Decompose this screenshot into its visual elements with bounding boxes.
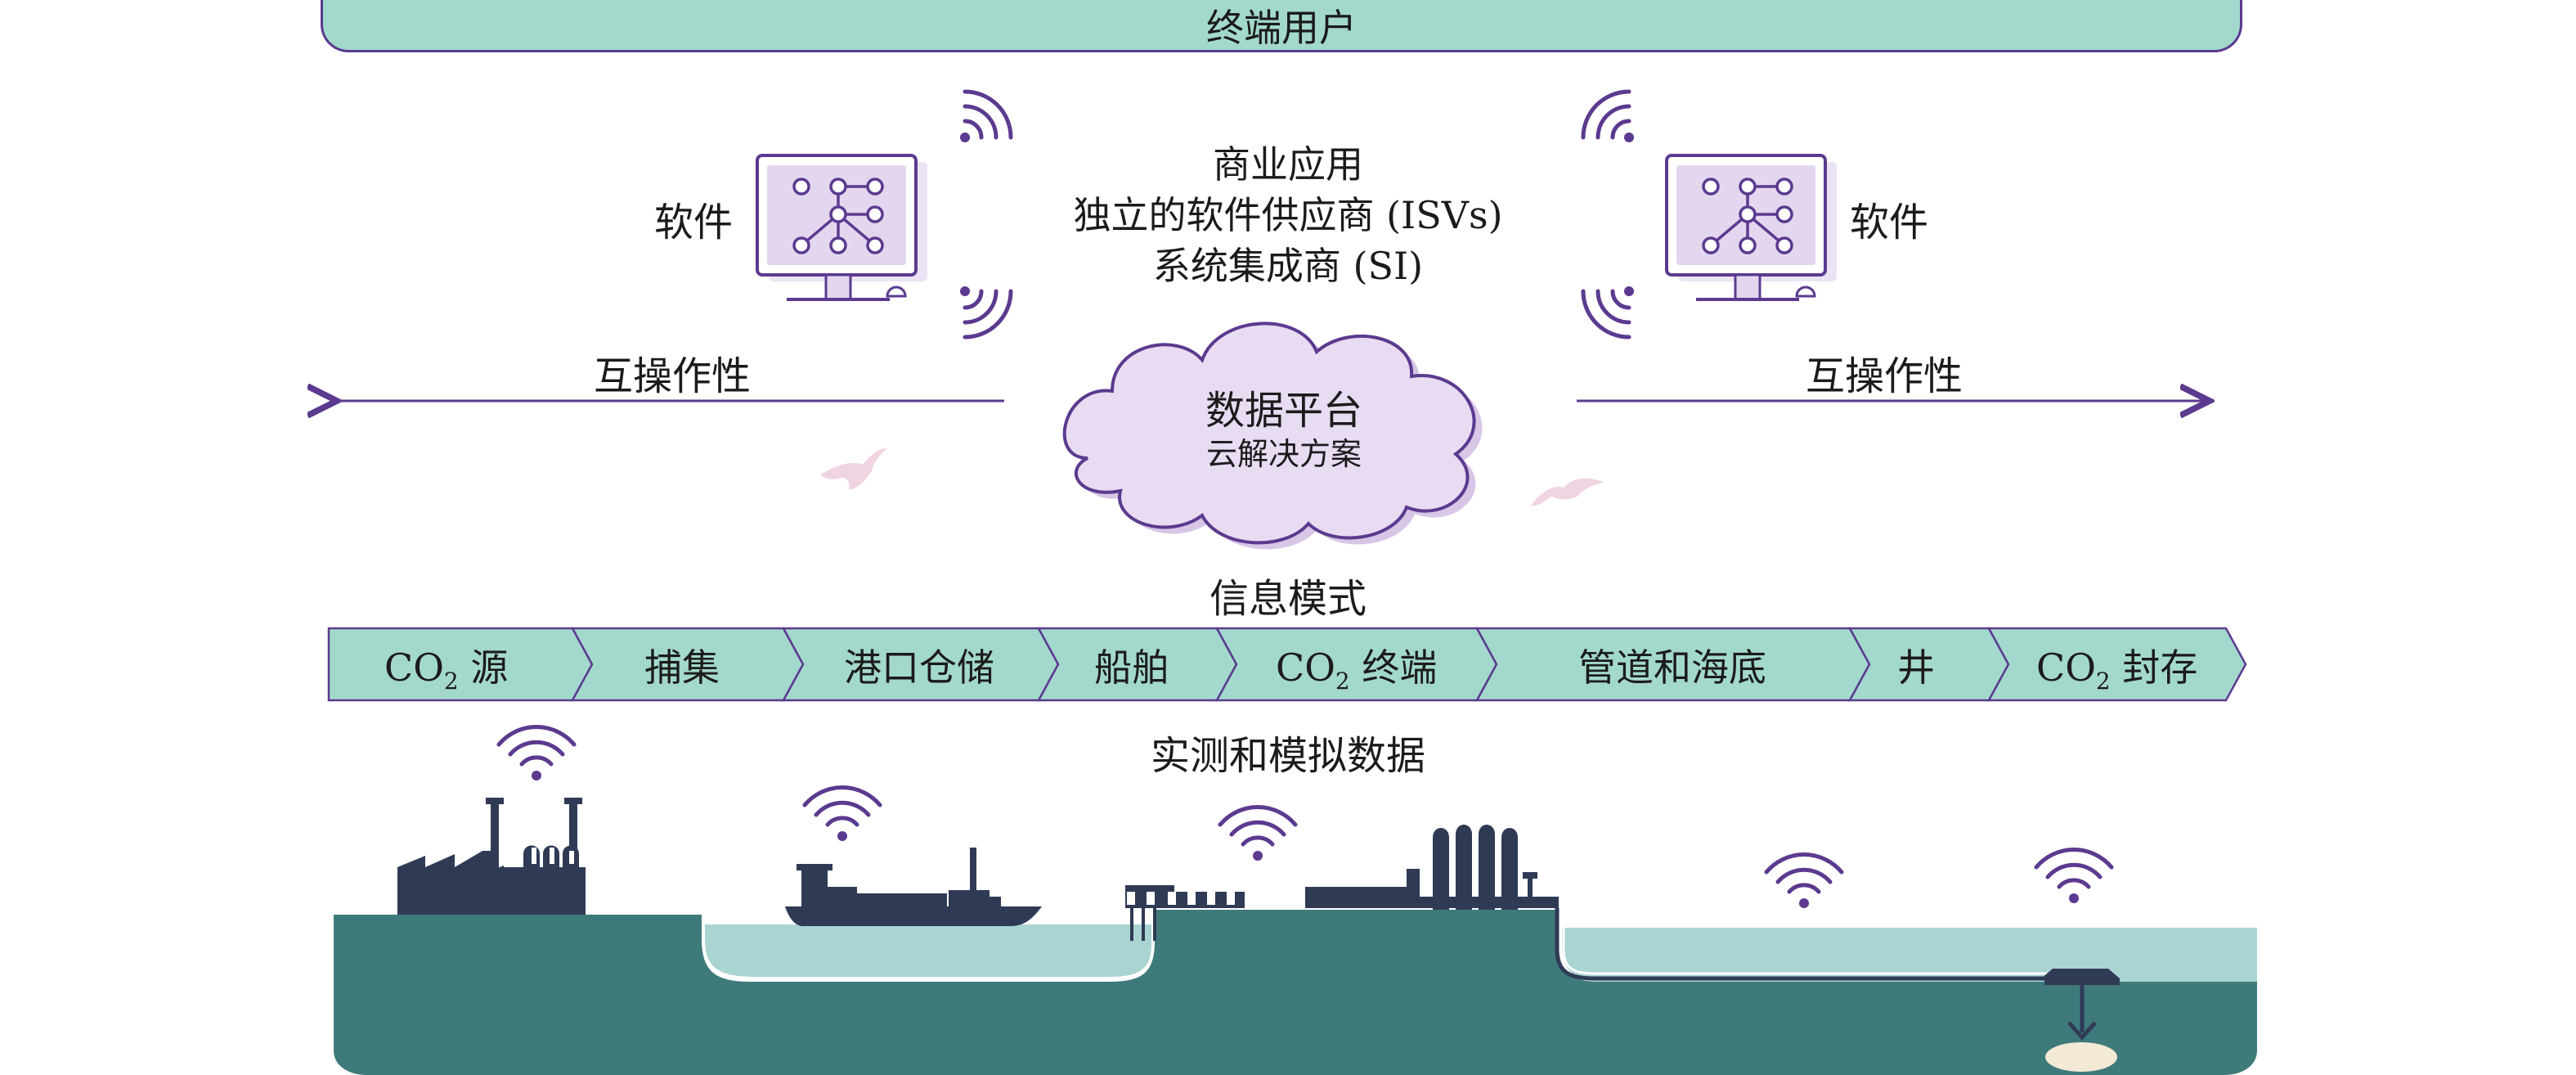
ship-icon: [785, 848, 1042, 926]
stage-co2-storage: CO2 封存: [2036, 645, 2198, 695]
terminal-icon: [1125, 825, 1559, 941]
software-right-label: 软件: [1850, 200, 1929, 245]
isv-label: 独立的软件供应商 (ISVs): [1073, 193, 1503, 237]
software-left-label: 软件: [654, 200, 734, 245]
interop-right-label: 互操作性: [1806, 353, 1963, 399]
wifi-arc-icon: [960, 89, 1634, 340]
center-text-block: 商业应用 独立的软件供应商 (ISVs) 系统集成商 (SI): [1014, 139, 1562, 291]
monitor-right-icon: [1665, 154, 1837, 301]
factory-icon: [397, 798, 586, 915]
system-integrator-label: 系统集成商 (SI): [1152, 244, 1424, 288]
end-users-label: 终端用户: [1206, 5, 1357, 50]
stage-capture: 捕集: [644, 645, 720, 690]
stage-ship: 船舶: [1094, 645, 1169, 690]
stage-well: 井: [1897, 645, 1935, 690]
monitor-left-icon: [756, 154, 927, 301]
measured-simulated-data-label: 实测和模拟数据: [1150, 733, 1425, 779]
chain-stage-bg: [1986, 627, 2247, 702]
cloud-subtitle: 云解决方案: [1205, 436, 1362, 472]
stage-port-storage: 港口仓储: [844, 645, 994, 690]
cloud-title: 数据平台: [1205, 388, 1362, 434]
stage-co2-terminal: CO2 终端: [1276, 645, 1438, 695]
sea-scene: [334, 908, 2257, 1075]
bird-icon: [820, 448, 1604, 506]
stage-co2-source: CO2 源: [384, 645, 509, 695]
value-chain: [327, 627, 2247, 702]
wifi-signal-icon: [496, 725, 2114, 908]
business-apps-label: 商业应用: [1213, 142, 1363, 187]
stage-pipeline-subsea: 管道和海底: [1578, 645, 1766, 690]
information-model-label: 信息模式: [1209, 576, 1367, 622]
interop-left-label: 互操作性: [594, 353, 752, 399]
cloud-icon: [1062, 322, 1483, 550]
end-users-banner: 终端用户: [321, 0, 2242, 52]
